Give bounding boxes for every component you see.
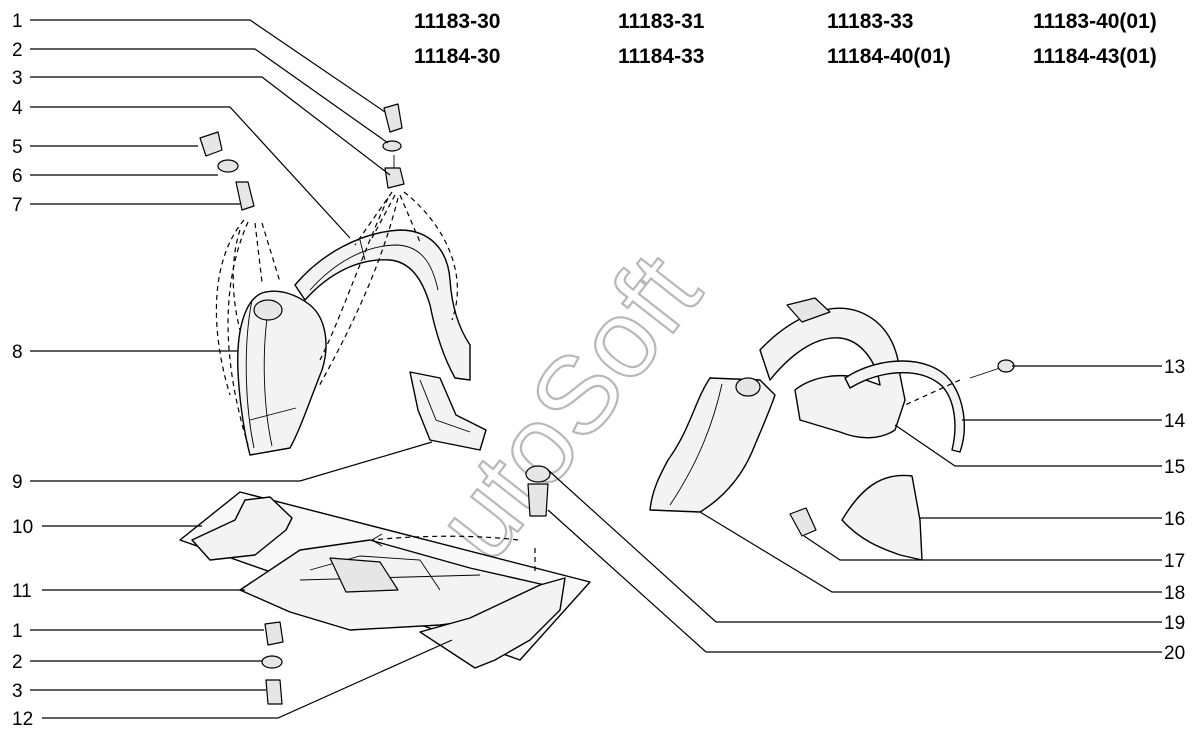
engine-undershield-group xyxy=(179,491,591,669)
callout-3-bottom: 3 xyxy=(12,681,23,702)
model-code-col4-row2: 11184-43(01) xyxy=(1033,45,1157,68)
callout-12: 12 xyxy=(12,709,33,730)
callout-13: 13 xyxy=(1164,357,1185,378)
callouts-left: 1 2 3 4 5 6 7 8 9 10 11 1 2 3 12 xyxy=(12,11,33,730)
model-code-col4-row1: 11183-40(01) xyxy=(1033,10,1157,33)
callout-16: 16 xyxy=(1164,509,1185,530)
callout-2: 2 xyxy=(12,40,23,61)
front-wheel-arch-liner-group xyxy=(215,191,487,456)
model-code-col3-row1: 11183-33 xyxy=(827,10,914,33)
model-code-col3-row2: 11184-40(01) xyxy=(827,45,951,68)
callout-6: 6 xyxy=(12,166,23,187)
callout-18: 18 xyxy=(1164,583,1185,604)
callout-4: 4 xyxy=(12,98,23,119)
model-code-col2-row1: 11183-31 xyxy=(618,10,705,33)
callout-9: 9 xyxy=(12,472,23,493)
model-code-col1-row1: 11183-30 xyxy=(414,10,501,33)
callout-11: 11 xyxy=(12,581,32,602)
callout-1-bottom: 1 xyxy=(12,621,23,642)
fasteners-right-center xyxy=(525,465,551,517)
callouts-right: 13 14 15 16 17 18 19 20 xyxy=(1164,357,1186,664)
callout-15: 15 xyxy=(1164,457,1185,478)
callout-1: 1 xyxy=(12,11,23,32)
callout-10: 10 xyxy=(12,517,33,538)
callout-19: 19 xyxy=(1164,613,1185,634)
callout-leaders xyxy=(30,19,1162,719)
model-code-col1-row2: 11184-30 xyxy=(414,45,501,68)
callout-2-bottom: 2 xyxy=(12,652,23,673)
rear-wheel-arch-liner-group xyxy=(649,297,1015,561)
callout-8: 8 xyxy=(12,342,23,363)
callout-3: 3 xyxy=(12,68,23,89)
callout-5: 5 xyxy=(12,137,23,158)
callout-14: 14 xyxy=(1164,411,1186,432)
fasteners-bottom xyxy=(261,621,284,705)
model-code-col2-row2: 11184-33 xyxy=(618,45,705,68)
callout-7: 7 xyxy=(12,195,23,216)
callout-17: 17 xyxy=(1164,551,1185,572)
fasteners-top xyxy=(199,103,405,211)
callout-20: 20 xyxy=(1164,643,1185,664)
